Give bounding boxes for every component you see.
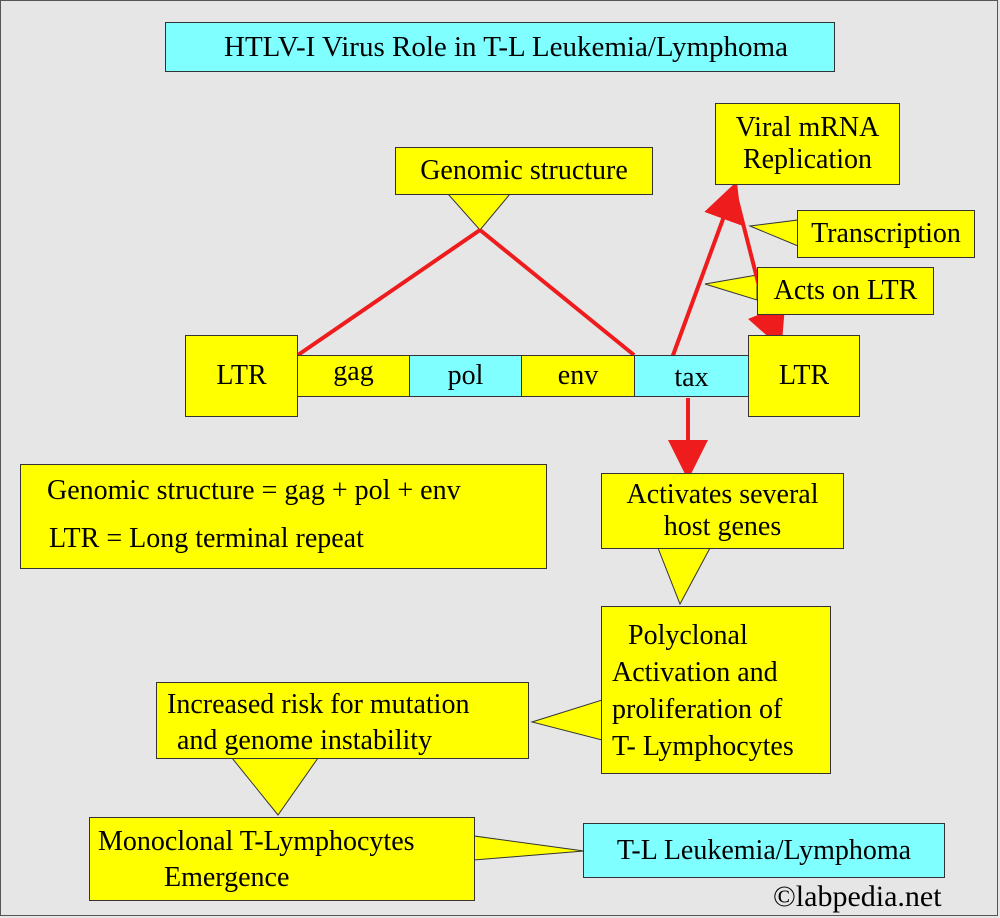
risk-callout-tail <box>230 757 319 816</box>
polyclonal-line-2: Activation and <box>612 657 778 688</box>
monoclonal-line-1: Monoclonal T-Lymphocytes <box>98 826 415 857</box>
monoclonal-callout-tail <box>473 835 585 861</box>
activates-callout-tail <box>657 547 711 606</box>
legend-box: Genomic structure = gag + pol + env LTR … <box>20 464 547 569</box>
viral-mrna-line-1: Viral mRNA <box>735 112 880 143</box>
risk-line-2: and genome instability <box>177 725 433 756</box>
genome-ltr-right: LTR <box>748 335 860 417</box>
genome-tax: tax <box>634 355 749 397</box>
genome-ltr-left: LTR <box>185 335 298 417</box>
genomic-line-right <box>478 228 636 357</box>
genomic-structure-callout: Genomic structure <box>395 147 653 195</box>
activates-line-2: host genes <box>663 511 782 542</box>
transcription-callout-tail <box>748 219 799 247</box>
monoclonal-line-2: Emergence <box>164 862 290 893</box>
increased-risk-callout: Increased risk for mutation and genome i… <box>156 682 529 759</box>
acts-on-ltr-callout: Acts on LTR <box>757 267 934 315</box>
genomic-line-left <box>296 228 482 357</box>
genome-gag: gag <box>297 355 410 397</box>
tax-to-mrna-arrow <box>670 181 742 359</box>
polyclonal-line-4: T- Lymphocytes <box>612 731 794 762</box>
transcription-callout: Transcription <box>797 210 975 258</box>
legend-line-1: Genomic structure = gag + pol + env <box>47 475 461 506</box>
copyright-label: ©labpedia.net <box>773 880 942 913</box>
acts-on-ltr-callout-tail <box>704 274 758 301</box>
genomic-structure-callout-tail <box>446 193 512 231</box>
outcome-box: T-L Leukemia/Lymphoma <box>583 823 945 878</box>
risk-line-1: Increased risk for mutation <box>167 689 470 720</box>
polyclonal-callout-tail <box>530 699 603 741</box>
genome-env: env <box>521 355 635 397</box>
activates-line-1: Activates several <box>626 479 819 510</box>
monoclonal-emergence-callout: Monoclonal T-Lymphocytes Emergence <box>89 817 475 901</box>
viral-mrna-replication-callout: Viral mRNA Replication <box>715 103 900 185</box>
genome-pol: pol <box>409 355 522 397</box>
polyclonal-line-1: Polyclonal <box>628 620 748 651</box>
polyclonal-activation-callout: Polyclonal Activation and proliferation … <box>601 606 831 774</box>
viral-mrna-line-2: Replication <box>742 144 873 175</box>
diagram-title: HTLV-I Virus Role in T-L Leukemia/Lympho… <box>165 22 835 72</box>
polyclonal-line-3: proliferation of <box>612 694 783 725</box>
activates-host-genes-callout: Activates several host genes <box>601 473 844 549</box>
mrna-to-ltr-line <box>733 191 762 291</box>
legend-line-2: LTR = Long terminal repeat <box>49 523 364 554</box>
